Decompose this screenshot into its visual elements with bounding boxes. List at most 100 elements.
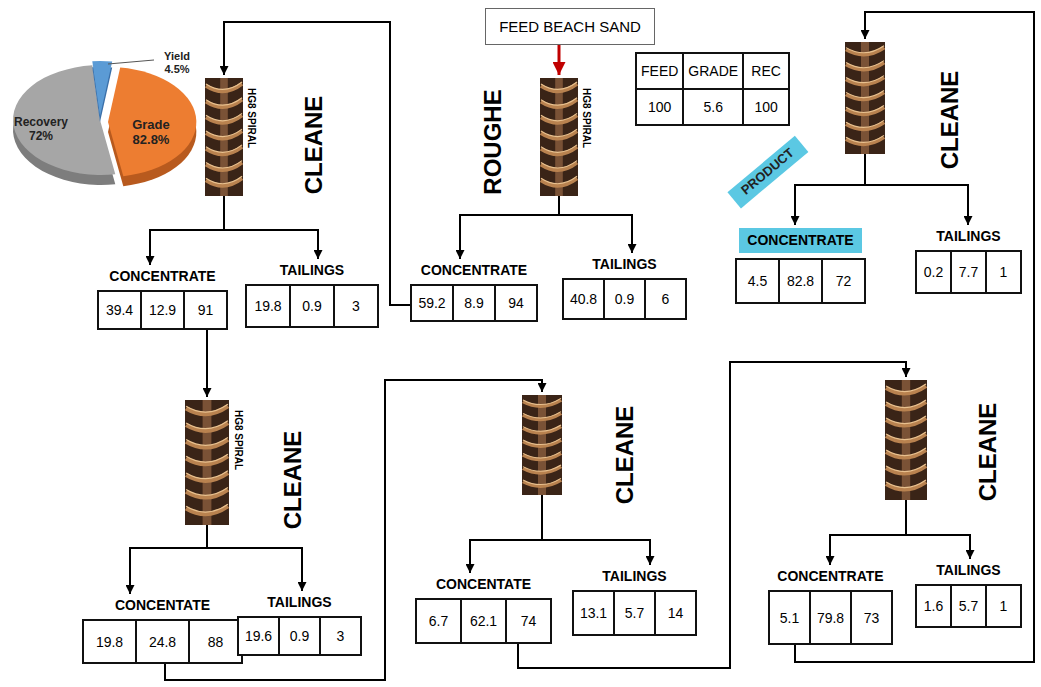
value-cell: 5.7	[613, 590, 656, 636]
flow-arrow	[206, 330, 208, 397]
spiral-highlight	[846, 120, 884, 127]
stream-heading: CONCENTATE	[115, 597, 210, 614]
stream-box: CONCENTRATE 39.412.991	[97, 268, 228, 330]
value-cell: 94	[494, 284, 538, 322]
stage-label: CLEANE	[612, 406, 638, 505]
table-cell: 5.6	[682, 88, 744, 126]
value-cell: 0.9	[289, 284, 335, 328]
value-row: 19.60.93	[237, 616, 362, 656]
flow-arrow	[207, 525, 302, 591]
pie-slice	[108, 68, 196, 177]
value-cell: 7.7	[950, 250, 987, 294]
spiral-photo	[540, 78, 578, 196]
value-cell: 3	[319, 616, 362, 656]
value-cell: 0.2	[915, 250, 952, 294]
flow-arrow	[150, 196, 224, 265]
pie-slice	[92, 61, 112, 116]
stage-label: ROUGHE	[480, 89, 506, 194]
spiral-highlight	[206, 145, 242, 152]
spiral-highlight	[523, 452, 561, 458]
value-row: 39.412.991	[97, 290, 228, 330]
spiral-highlight	[523, 438, 561, 444]
flow-arrow	[795, 154, 865, 225]
value-cell: 79.8	[809, 590, 852, 645]
spiral-highlight	[206, 113, 242, 120]
value-cell: 14	[654, 590, 697, 636]
spiral-highlight	[846, 61, 884, 68]
data-table: FEEDGRADEREC1005.6100	[635, 52, 790, 126]
spiral-unit: CLEANE	[522, 395, 562, 495]
spiral-photo	[185, 400, 229, 525]
spiral-photo	[522, 395, 562, 495]
value-row: 6.762.174	[415, 598, 552, 644]
model-label: HG8 SPIRAL	[581, 86, 592, 150]
value-cell: 19.8	[245, 284, 291, 328]
value-cell: 24.8	[135, 619, 190, 664]
value-cell: 6	[644, 278, 687, 320]
value-cell: 59.2	[410, 284, 454, 322]
stream-box: TAILINGS13.15.714	[572, 568, 697, 636]
value-cell: 6.7	[415, 598, 462, 644]
value-cell: 12.9	[140, 290, 185, 330]
spiral-highlight	[206, 98, 242, 105]
spiral-highlight	[523, 425, 561, 431]
photo-ground	[540, 78, 578, 196]
flow-arrow	[460, 196, 559, 259]
stream-box: TAILINGS0.27.71	[915, 228, 1022, 294]
leader-line	[108, 60, 154, 64]
value-row: 5.179.873	[768, 590, 893, 645]
value-cell: 0.9	[603, 278, 646, 320]
spiral-highlight	[846, 91, 884, 98]
value-cell: 73	[850, 590, 893, 645]
feed-box: FEED BEACH SAND	[485, 8, 655, 45]
flow-arrow	[542, 495, 650, 565]
value-row: 0.27.71	[915, 250, 1022, 294]
stream-heading: CONCENTRATE	[109, 268, 215, 285]
spiral-photo	[885, 380, 927, 500]
stream-box: TAILINGS19.60.93	[237, 594, 362, 656]
value-cell: 72	[821, 258, 866, 304]
spiral-unit: CLEANE	[845, 42, 885, 154]
value-cell: 4.5	[735, 258, 780, 304]
value-cell: 91	[183, 290, 228, 330]
value-cell: 5.7	[950, 584, 987, 628]
stream-box: CONCENTATE 19.824.888	[82, 597, 243, 664]
pie-label: Yield 4.5%	[157, 50, 197, 75]
spiral-highlight	[186, 488, 228, 496]
stage-label: CLEANE	[301, 96, 327, 195]
flow-arrow	[795, 12, 1034, 662]
value-row: 40.80.96	[562, 278, 687, 320]
photo-ground	[205, 78, 243, 196]
stream-heading: TAILINGS	[592, 256, 656, 273]
value-cell: 88	[188, 619, 243, 664]
stream-box: TAILINGS 19.80.93	[245, 262, 379, 328]
model-label: HG8 SPIRAL	[233, 408, 244, 472]
photo-ground	[185, 400, 229, 525]
spiral-highlight	[541, 176, 577, 183]
spiral-photo	[205, 78, 243, 196]
value-cell: 82.8	[778, 258, 823, 304]
spiral-highlight	[206, 129, 242, 136]
spiral-highlight	[206, 176, 242, 183]
spiral-highlight	[886, 448, 926, 456]
value-row: 19.80.93	[245, 284, 379, 328]
spiral-highlight	[541, 161, 577, 168]
value-cell: 19.8	[82, 619, 137, 664]
flow-arrow	[130, 525, 207, 594]
stage-label: CLEANE	[937, 71, 963, 170]
value-row: 1.65.71	[915, 584, 1022, 628]
photo-ground	[845, 42, 885, 154]
value-cell: 8.9	[452, 284, 496, 322]
spiral-highlight	[541, 98, 577, 105]
spiral-highlight	[886, 384, 926, 392]
value-cell: 1.6	[915, 584, 952, 628]
spiral-highlight	[541, 82, 577, 89]
stream-heading: TAILINGS	[280, 262, 344, 279]
spiral-highlight	[186, 421, 228, 429]
spiral-highlight	[846, 105, 884, 112]
spiral-unit: CLEANE	[885, 380, 927, 500]
feed-text: FEED BEACH SAND	[499, 18, 641, 35]
value-cell: 13.1	[572, 590, 615, 636]
spiral-highlight	[886, 464, 926, 472]
